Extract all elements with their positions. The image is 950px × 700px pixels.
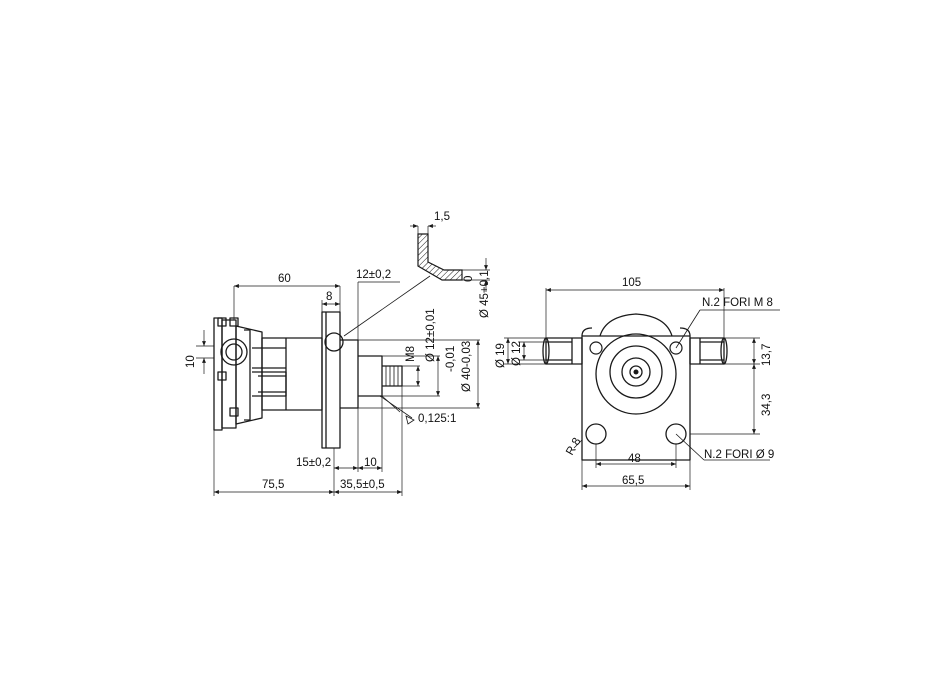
dim-60: 60 xyxy=(278,273,291,285)
dim-dia-45: Ø 45+0,1 xyxy=(479,270,491,318)
detail-section xyxy=(410,224,490,292)
dim-tol-upper: -0,01 xyxy=(445,346,457,372)
dim-105: 105 xyxy=(622,277,641,289)
dim-m8: M8 xyxy=(405,346,417,362)
dim-75-5: 75,5 xyxy=(262,479,284,491)
dim-10-inlet: 10 xyxy=(185,355,197,368)
dim-dia-19: Ø 19 xyxy=(495,343,507,368)
holes-dia9-label: N.2 FORI Ø 9 xyxy=(704,449,774,461)
dim-48: 48 xyxy=(628,453,641,465)
dim-8: 8 xyxy=(326,291,332,303)
dim-zero: 0 xyxy=(463,276,475,282)
dim-34-3: 34,3 xyxy=(761,394,773,416)
front-view xyxy=(542,313,728,461)
dim-dia-12-port: Ø 12 xyxy=(511,341,523,366)
taper-label: 0,125:1 xyxy=(418,413,456,425)
holes-m8-label: N.2 FORI M 8 xyxy=(702,297,773,309)
dim-12-shaft: 12±0,2 xyxy=(356,269,391,281)
dim-dia-12: Ø 12±0,01 xyxy=(425,308,437,362)
dim-65-5: 65,5 xyxy=(622,475,644,487)
dim-dia-40: Ø 40-0,03 xyxy=(461,341,473,392)
dim-15: 15±0,2 xyxy=(296,457,331,469)
dim-35-5: 35,5±0,5 xyxy=(340,479,385,491)
dim-10-step: 10 xyxy=(364,457,377,469)
dim-1-5: 1,5 xyxy=(434,211,450,223)
side-view xyxy=(213,311,403,449)
dim-13-7: 13,7 xyxy=(761,344,773,366)
dim-r8: R 8 xyxy=(564,436,583,458)
side-dimensions xyxy=(196,275,480,496)
front-dimensions xyxy=(504,288,780,490)
